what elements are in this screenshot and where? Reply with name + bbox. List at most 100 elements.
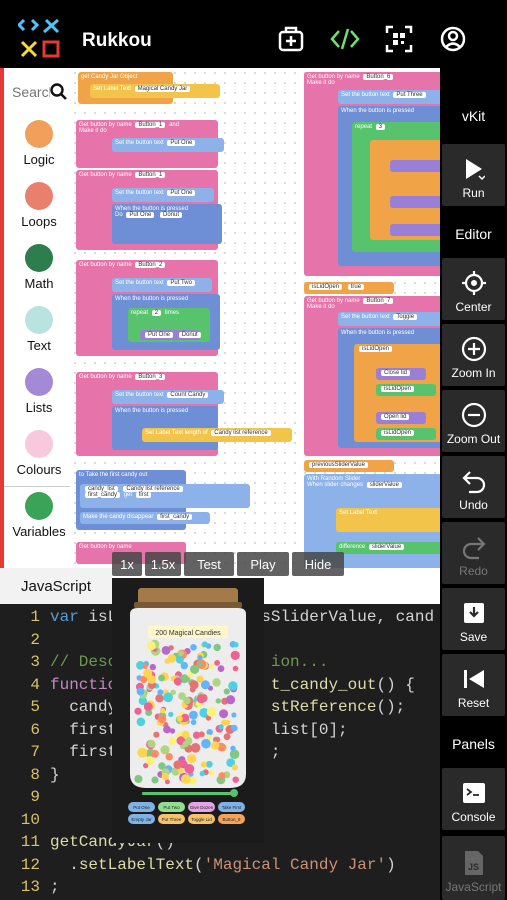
preview-button[interactable]: Put Three xyxy=(158,814,185,824)
set-button-text-block[interactable]: Set the button text Put Three xyxy=(338,90,440,104)
code-icon[interactable] xyxy=(330,24,360,54)
block-chip[interactable]: Button_7 xyxy=(363,298,394,304)
block-chip[interactable]: Button_2 xyxy=(135,262,166,268)
blocks-workspace[interactable]: get Candy Jar Object Set Label Text Magi… xyxy=(70,68,440,568)
set-button-text-block[interactable]: Set the button text Put One xyxy=(112,188,214,202)
put-call-block[interactable] xyxy=(390,224,440,236)
undo-button[interactable]: Undo xyxy=(442,456,505,518)
category-lists[interactable]: Lists xyxy=(4,368,74,415)
set-label-block[interactable]: Set Label Text xyxy=(336,508,440,532)
qr-scan-icon[interactable] xyxy=(384,24,414,54)
block-chip[interactable]: first_candy xyxy=(157,514,193,520)
make-disappear-block[interactable]: Make the candy disappear first_candy xyxy=(80,512,210,524)
center-button[interactable]: Center xyxy=(442,258,505,320)
category-variables[interactable]: Variables xyxy=(4,492,74,539)
preview-control-15x[interactable]: 1.5x xyxy=(145,552,181,576)
block-chip[interactable]: first_candy xyxy=(85,492,121,498)
kit-icon[interactable] xyxy=(276,24,306,54)
preview-button[interactable]: Take First xyxy=(218,802,245,812)
set-button-text-block[interactable]: Set the button text Toggle xyxy=(338,312,440,326)
preview-control-play[interactable]: Play xyxy=(237,552,289,576)
block-chip[interactable]: Magical Candy Jar xyxy=(134,86,191,92)
save-button[interactable]: Save xyxy=(442,588,505,650)
block-chip[interactable]: Donut xyxy=(178,332,201,338)
category-colours[interactable]: Colours xyxy=(4,430,74,477)
block-chip[interactable]: previousSliderValue xyxy=(309,462,368,468)
block-chip[interactable]: Put Three xyxy=(393,92,426,98)
set-previous-slider-block[interactable]: previousSliderValue xyxy=(304,460,394,472)
put-call-block[interactable] xyxy=(390,196,440,208)
category-math[interactable]: Math xyxy=(4,244,74,291)
open-lid-block[interactable]: Open lid xyxy=(376,412,426,424)
block-chip[interactable]: Put One xyxy=(145,332,174,338)
set-button-text-block[interactable]: Set the button text Put One xyxy=(112,138,224,152)
block-chip[interactable]: Button_1 xyxy=(135,122,166,128)
javascript-panel-button[interactable]: JS JavaScript xyxy=(442,836,505,900)
set-lid-block[interactable]: isLidOpen xyxy=(376,384,436,396)
candy xyxy=(223,733,231,741)
block-chip[interactable]: Candy list reference xyxy=(123,486,183,492)
difference-block[interactable]: difference sliderValue xyxy=(336,542,440,554)
reset-button[interactable]: Reset xyxy=(442,654,505,716)
preview-button[interactable]: Empty Jar xyxy=(128,814,155,824)
block-chip[interactable]: 3 xyxy=(375,124,386,130)
block-chip[interactable]: Put One xyxy=(167,190,196,196)
account-icon[interactable] xyxy=(438,24,468,54)
block-chip[interactable]: Close lid xyxy=(381,370,411,376)
block-chip[interactable]: isLidOpen xyxy=(381,430,415,436)
set-label-length-block[interactable]: Set Label Text length of Candy list refe… xyxy=(142,428,292,442)
block-chip[interactable]: Toggle xyxy=(393,314,418,320)
preview-button[interactable]: Toggle Lid xyxy=(188,814,215,824)
block-chip[interactable]: Put One xyxy=(126,212,155,218)
block-chip[interactable]: isLidOpen xyxy=(359,346,393,352)
if-block[interactable] xyxy=(370,140,440,240)
set-label-text-block[interactable]: Set Label Text Magical Candy Jar xyxy=(90,84,220,98)
block-chip[interactable]: isLidOpen xyxy=(381,386,415,392)
block-chip[interactable]: Button_1 xyxy=(135,172,166,178)
zoom-in-button[interactable]: Zoom In xyxy=(442,324,505,386)
block-chip[interactable]: Button_6 xyxy=(363,74,394,80)
category-loops[interactable]: Loops xyxy=(4,182,74,229)
preview-control-test[interactable]: Test xyxy=(184,552,234,576)
preview-button[interactable]: Put One xyxy=(128,802,155,812)
preview-button[interactable]: Put Two xyxy=(158,802,185,812)
close-lid-block[interactable]: Close lid xyxy=(376,368,426,380)
block-chip[interactable]: Candy list reference xyxy=(211,430,271,436)
block-chip[interactable]: candy_list xyxy=(85,486,118,492)
zoom-out-button[interactable]: Zoom Out xyxy=(442,390,505,452)
block-chip[interactable]: sliderValue xyxy=(366,482,402,488)
redo-button[interactable]: Redo xyxy=(442,522,505,584)
block-chip[interactable]: Put One xyxy=(167,140,196,146)
preview-control-1x[interactable]: 1x xyxy=(112,552,142,576)
search-icon[interactable] xyxy=(50,83,68,101)
category-text[interactable]: Text xyxy=(4,306,74,353)
tab-javascript[interactable]: JavaScript xyxy=(0,568,112,604)
set-button-text-block[interactable]: Set the button text Put Two xyxy=(112,278,212,292)
block-chip[interactable]: 2 xyxy=(151,310,162,316)
set-is-lid-open-block[interactable]: isLidOpen true xyxy=(304,282,394,294)
set-lid-block[interactable]: isLidOpen xyxy=(376,428,436,440)
category-logic[interactable]: Logic xyxy=(4,120,74,167)
block-chip[interactable]: true xyxy=(347,284,365,290)
run-button[interactable]: Run xyxy=(442,144,505,206)
block-chip[interactable]: Put Two xyxy=(167,280,195,286)
block-chip[interactable]: sliderValue xyxy=(368,544,405,550)
block-chip[interactable]: Donut xyxy=(160,212,183,218)
preview-button[interactable]: Give Dozen xyxy=(188,802,215,812)
preview-control-hide[interactable]: Hide xyxy=(292,552,344,576)
set-button-text-block[interactable]: Set the button text Count Candy xyxy=(112,390,224,404)
put-call-block[interactable] xyxy=(390,160,440,172)
when-pressed-block[interactable]: When the button is pressed Do Put One Do… xyxy=(112,204,222,244)
set-variables-block[interactable]: candy_list Candy list reference first_ca… xyxy=(80,484,250,508)
block-chip[interactable]: Open lid xyxy=(381,414,410,420)
preview-button[interactable]: Button_8 xyxy=(218,814,245,824)
console-button[interactable]: Console xyxy=(442,768,505,830)
put-one-call-block[interactable]: Put One Donut xyxy=(140,330,201,340)
block-chip[interactable]: Count Candy xyxy=(167,392,209,398)
block-chip[interactable]: isLidOpen xyxy=(309,284,343,290)
block-chip[interactable]: first xyxy=(135,492,152,498)
block-chip[interactable]: Button_3 xyxy=(135,374,166,380)
search-input[interactable] xyxy=(12,84,50,100)
